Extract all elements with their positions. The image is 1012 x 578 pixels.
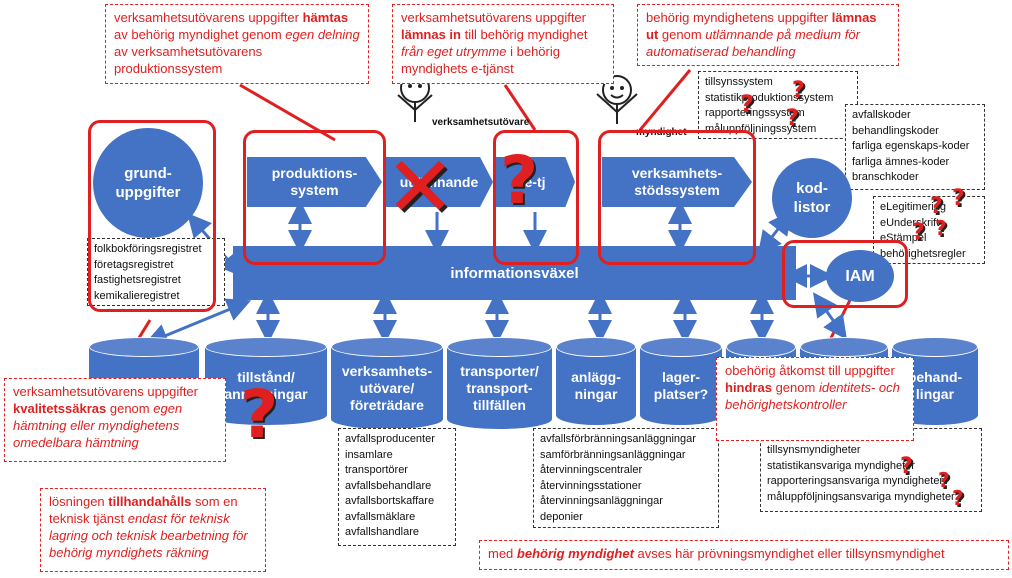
question-icon: ? <box>952 186 965 211</box>
highlight-iam <box>782 240 908 308</box>
middle-block-1: utlämnande <box>385 157 493 207</box>
question-icon: ? <box>792 78 805 103</box>
question-icon: ? <box>912 220 925 245</box>
highlight-verksamhetsstod <box>598 130 756 265</box>
question-icon: ? <box>900 454 913 479</box>
pointer-line <box>638 69 692 131</box>
informationsvaxel-bar: informationsväxel <box>233 246 796 300</box>
middle-block-2: e-tj <box>495 157 575 207</box>
question-icon: ? <box>930 194 943 219</box>
verksamhetsstod-block: verksamhets- stödssystem <box>602 157 752 207</box>
operator-label: verksamhetsutövare <box>432 117 530 128</box>
note-access: obehörig åtkomst till uppgifter hindras … <box>716 357 914 441</box>
note-provide: lösningen tillhandahålls som en teknisk … <box>40 488 266 572</box>
question-icon: ? <box>740 90 754 118</box>
note-quality: verksamhetsutövarens uppgifter kvalitets… <box>4 378 226 462</box>
kodlistor-node: kod- listor <box>772 158 852 238</box>
cylinder-transporter: transporter/ transport- tillfällen <box>447 337 552 429</box>
grunduppgifter-node: grund- uppgifter <box>93 128 203 238</box>
highlight-produktionssystem <box>243 130 386 265</box>
question-icon: ? <box>935 216 947 240</box>
cylinder-verksamhetsutovare: verksamhets- utövare/ företrädare <box>331 337 443 429</box>
cylinder-lagerplatser: lager- platser? <box>640 337 722 425</box>
cross-icon: ✕ <box>385 138 456 236</box>
note-fetch: verksamhetsutövarens uppgifter hämtas av… <box>105 4 369 84</box>
note-definition: med behörig myndighet avses här prövning… <box>479 540 1009 570</box>
question-icon: ? <box>938 468 950 492</box>
pointer-line <box>503 84 537 131</box>
note-submit: verksamhetsutövarens uppgifter lämnas in… <box>392 4 614 84</box>
highlight-grunduppgifter <box>88 120 216 312</box>
produktionssystem-block: produktions- system <box>247 157 382 207</box>
question-icon: ? <box>240 376 279 453</box>
note-handout: behörig myndighetens uppgifter lämnas ut… <box>637 4 899 66</box>
iam-node: IAM <box>826 250 894 302</box>
highlight-etjanst <box>493 130 579 265</box>
cylinder-behandlingar: behand- lingar <box>892 337 978 425</box>
question-icon: ? <box>500 142 539 219</box>
question-icon: ? <box>786 106 799 131</box>
cylinder-anlaggningar: anlägg- ningar <box>556 337 636 425</box>
question-icon: ? <box>952 486 964 510</box>
